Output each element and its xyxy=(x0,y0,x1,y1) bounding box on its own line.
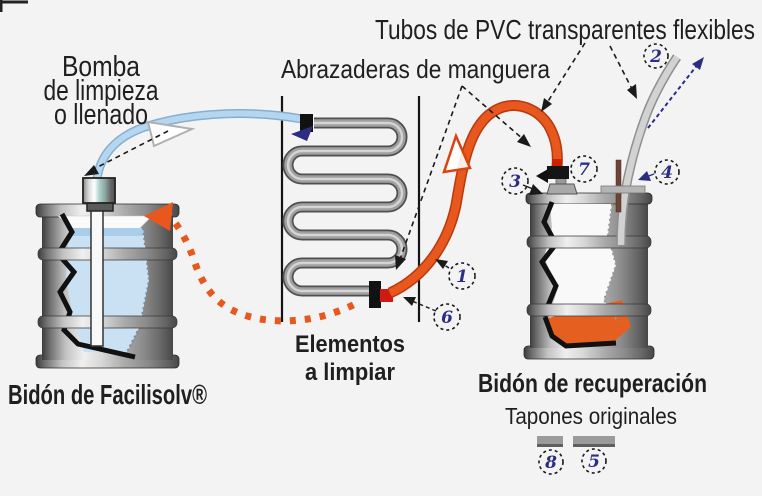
large-cap xyxy=(573,436,615,445)
drum-rib xyxy=(526,235,652,249)
pool-torn-edge xyxy=(542,316,617,349)
callout-3-circle xyxy=(501,167,529,195)
drum-rib xyxy=(37,315,178,329)
callout-6-number: 6 xyxy=(441,308,453,328)
callout-7-circle xyxy=(570,155,598,183)
clamp-wing-icon xyxy=(536,169,548,183)
pvc-tubes-label: Tubos de PVC transparentes flexibles xyxy=(375,14,755,45)
pump-label-arrow xyxy=(87,130,169,173)
arrowhead-icon xyxy=(435,259,448,269)
facilisolv-drum-label: Bidón de Facilisolv® xyxy=(8,379,207,410)
flow-arrow-icon xyxy=(146,120,196,148)
callout-5-number: 5 xyxy=(588,452,600,472)
recovery-drum-label: Bidón de recuperación xyxy=(478,368,707,398)
arrowhead-icon xyxy=(541,98,552,112)
callout-5-circle xyxy=(581,448,607,474)
drum-rib xyxy=(37,247,178,261)
arrowhead-icon xyxy=(84,165,99,176)
small-cap xyxy=(537,436,563,445)
recovery-drum xyxy=(523,192,655,360)
cutaway-dotted-edge xyxy=(602,203,619,323)
callout-8-circle xyxy=(538,449,564,475)
large-cap-edge xyxy=(573,444,615,447)
callout-1-circle xyxy=(448,262,476,290)
vapor-arrow xyxy=(647,57,704,129)
pump-body xyxy=(82,177,116,204)
pump-label-line3: o llenado xyxy=(54,99,148,131)
orange-pvc-tube xyxy=(387,100,563,299)
arrowhead-icon xyxy=(403,297,416,306)
elements-label-line2: a limpiar xyxy=(305,359,395,386)
facilisolv-drum xyxy=(35,203,180,369)
drum-rib xyxy=(526,303,652,317)
callouts: 1 2 3 4 5 6 7 8 xyxy=(403,43,680,475)
callout-4-number: 4 xyxy=(661,163,673,183)
vent-fitting-bar xyxy=(600,185,646,194)
arrowhead-icon xyxy=(517,134,531,147)
gray-tube-body xyxy=(617,55,680,246)
callout-2-circle xyxy=(643,43,669,69)
original-caps xyxy=(537,436,615,447)
callout-1-number: 1 xyxy=(456,267,468,287)
clamps-label-arrow-left xyxy=(398,85,463,263)
up-flow-arrow-icon xyxy=(442,132,472,174)
tube-end xyxy=(552,159,562,169)
liquid-surface xyxy=(69,228,143,236)
original-caps-label: Tapones originales xyxy=(505,403,677,429)
callout-6-tail xyxy=(411,300,437,312)
callout-7-number: 7 xyxy=(578,160,590,180)
dotted-return-path xyxy=(163,209,361,325)
arrowhead-icon xyxy=(529,184,543,195)
corner-artifact xyxy=(0,0,28,12)
coil-highlight xyxy=(286,121,404,293)
inlet-flow-arrow-icon xyxy=(291,126,313,141)
orange-tube-body xyxy=(388,101,562,297)
text-labels: Bomba de limpieza o llenado Tubos de PVC… xyxy=(8,14,755,429)
callout-3-tail xyxy=(522,184,534,190)
callout-3-number: 3 xyxy=(509,172,521,192)
pump-label-line1: Bomba xyxy=(62,51,141,83)
vapor-arrowhead-icon xyxy=(692,57,704,70)
callout-4-circle xyxy=(654,159,680,185)
bung-adapter xyxy=(546,183,578,195)
hose-clamp-drum xyxy=(547,166,569,179)
arrowhead-icon xyxy=(638,171,651,181)
pump-label-line2: de limpieza xyxy=(44,75,160,107)
arrowhead-icon xyxy=(395,255,406,270)
pump xyxy=(82,177,116,212)
callout-2-number: 2 xyxy=(649,47,662,67)
return-arrow-icon xyxy=(144,202,173,231)
pvc-label-arrow-left xyxy=(544,42,586,107)
small-cap-edge xyxy=(537,444,563,447)
drum-fittings xyxy=(536,159,646,213)
serpentine-coil xyxy=(282,117,408,297)
dip-tube xyxy=(90,207,104,347)
callout-6-circle xyxy=(433,303,461,331)
cutaway-torn-edge xyxy=(54,212,136,360)
blue-feed-tube xyxy=(92,109,303,180)
arrowhead-icon xyxy=(627,84,637,99)
hose-clamps-label: Abrazaderas de manguera xyxy=(281,54,550,84)
elements-label-line1: Elementos xyxy=(295,331,405,358)
clamps-label-arrow-right xyxy=(461,85,525,141)
label-arrows xyxy=(84,42,637,270)
coil-outlet-fitting xyxy=(369,281,381,308)
drum-top-rim xyxy=(525,192,653,205)
return-dotted-line xyxy=(144,202,361,325)
callout-8-number: 8 xyxy=(544,453,557,473)
gray-vent-tube xyxy=(616,54,681,246)
